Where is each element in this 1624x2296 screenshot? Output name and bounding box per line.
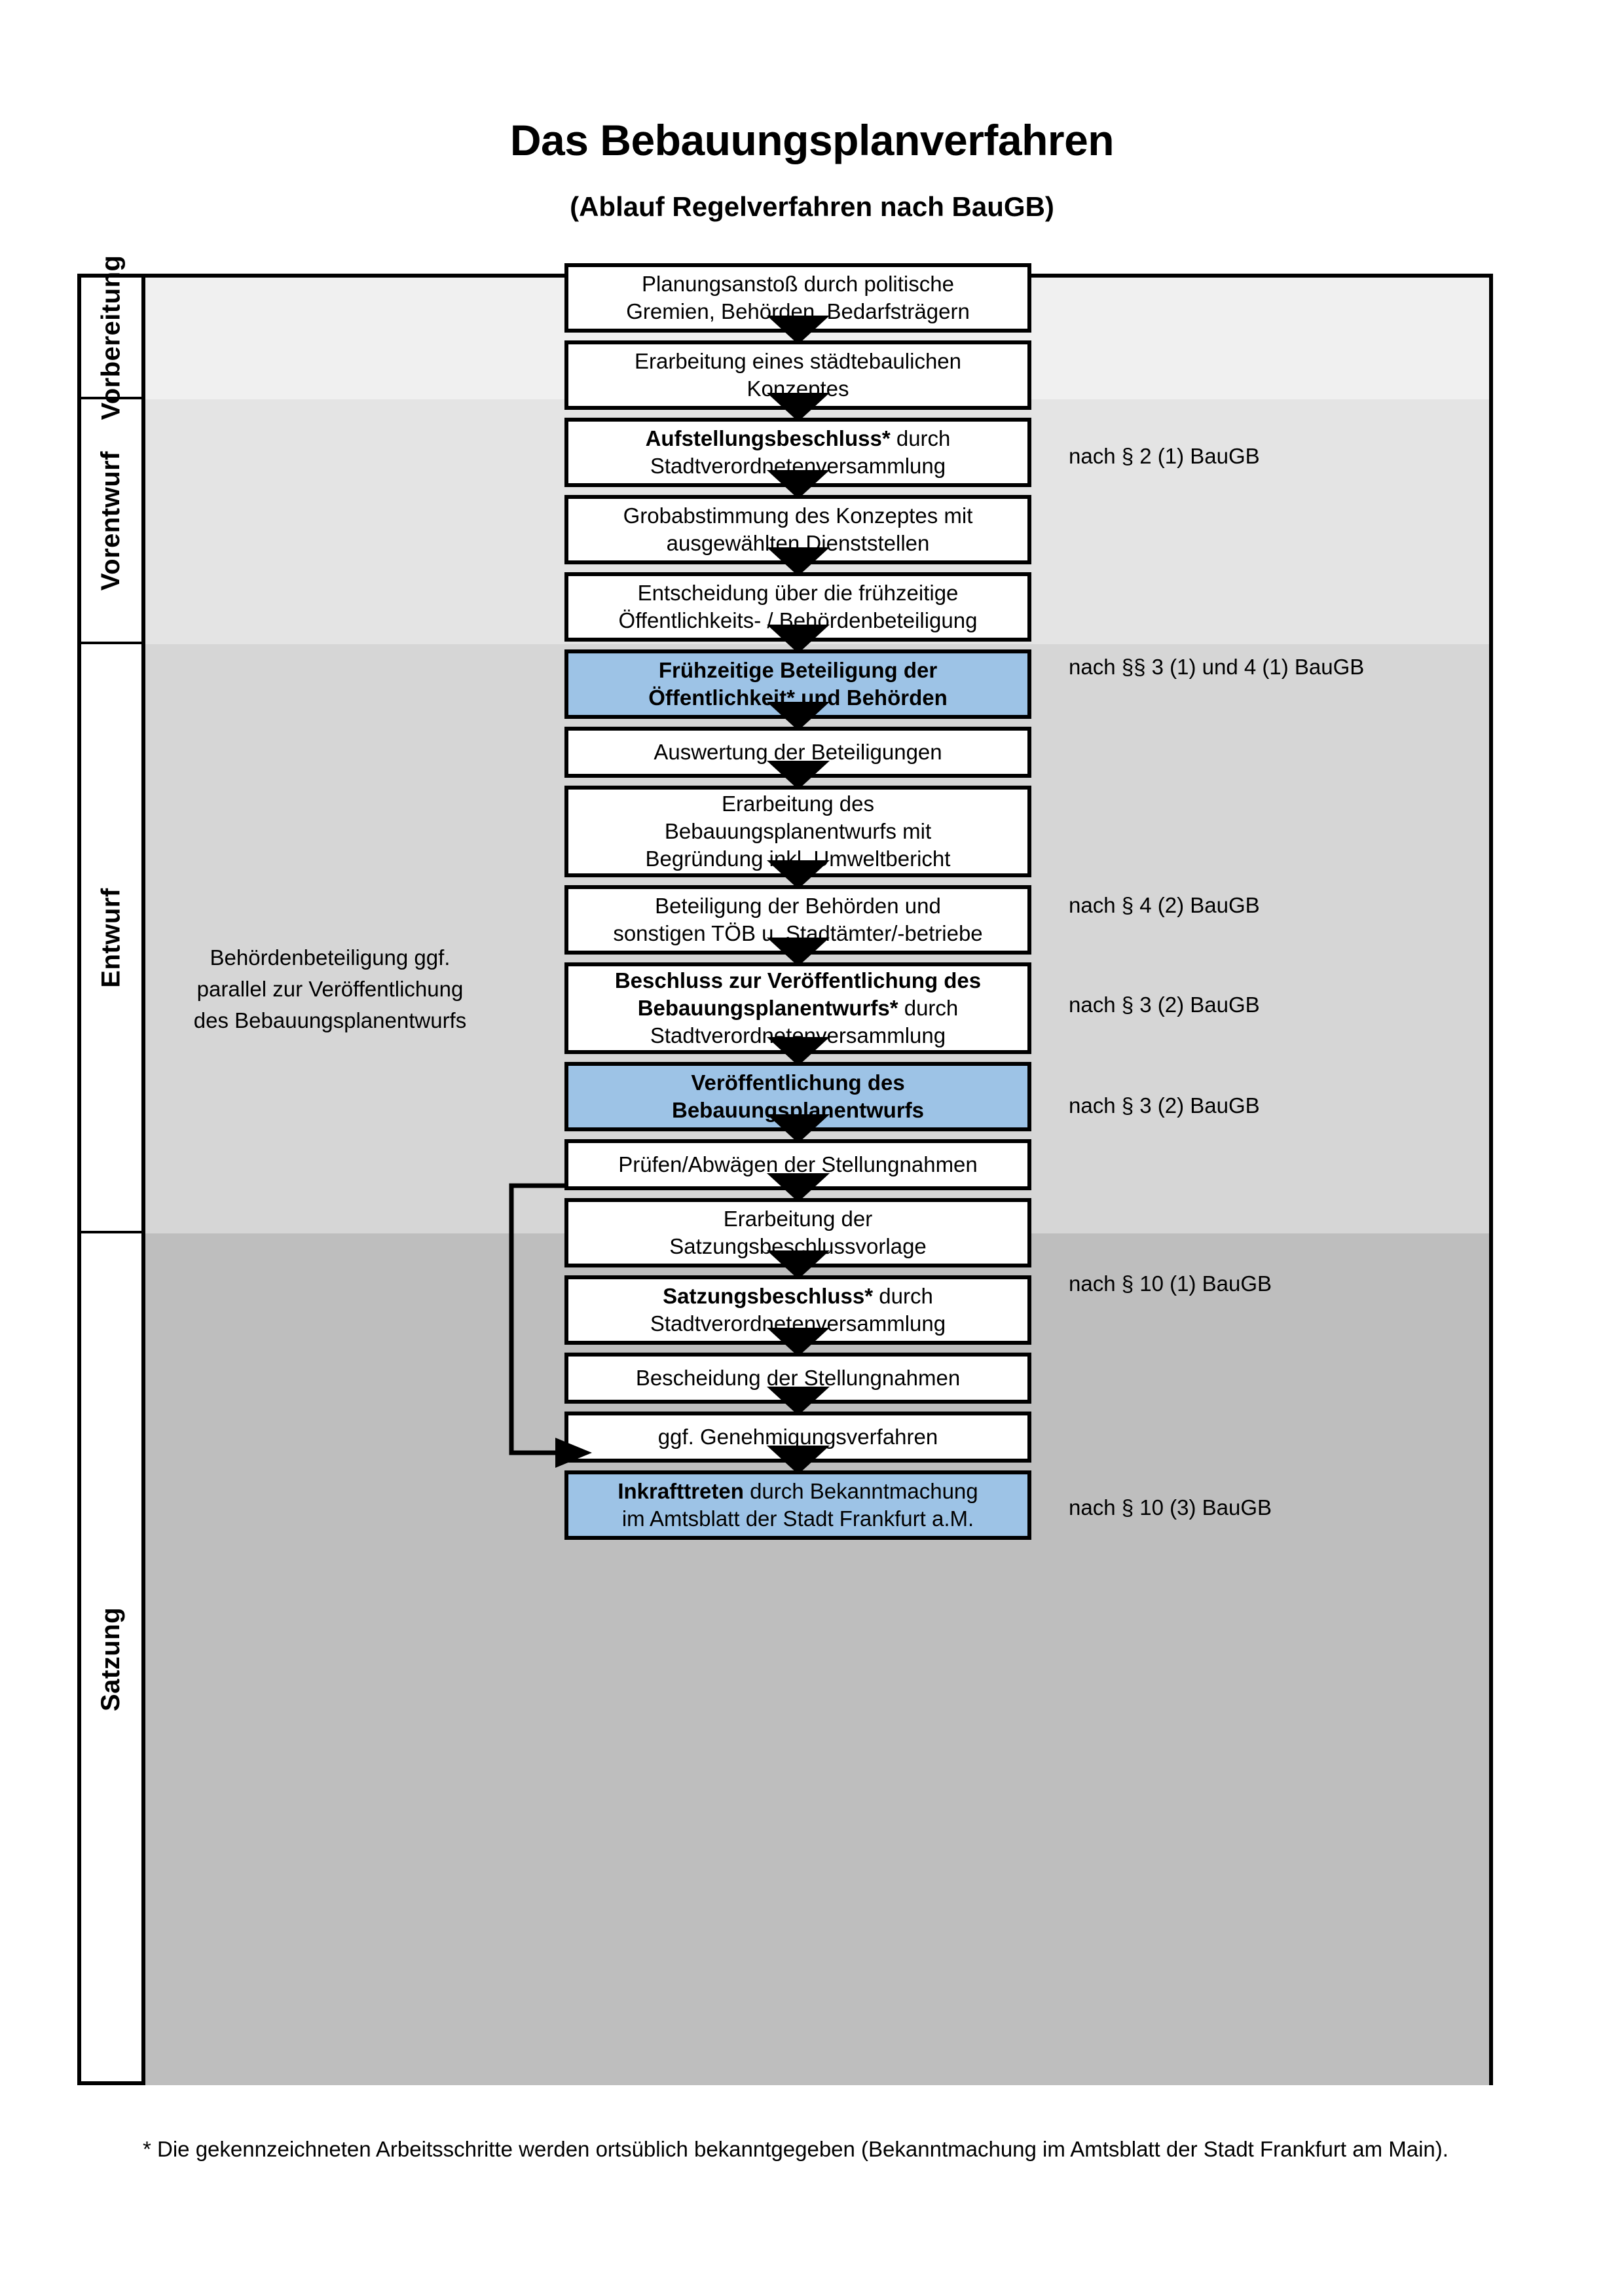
flow-arrow-icon (766, 1328, 830, 1357)
phase-label-vorentwurf: Vorentwurf (96, 450, 126, 591)
page-title: Das Bebauungsplanverfahren (509, 116, 1115, 164)
legal-reference-ref-par10-1: nach § 10 (1) BauGB (1069, 1271, 1272, 1296)
process-step-label: Bescheidung der Stellungnahmen (635, 1365, 961, 1390)
flow-arrow-icon (766, 860, 830, 889)
footnote-asterisk: * Die gekennzeichneten Arbeitsschritte w… (143, 2137, 1449, 2161)
flow-arrow-icon (766, 702, 830, 731)
flow-arrow-icon (766, 1114, 830, 1143)
phase-cell-entwurf: Entwurf (81, 644, 141, 1233)
phase-cell-vorbereitung: Vorbereitung (81, 255, 141, 420)
process-step-pruefen-abwaegen: Prüfen/Abwägen der Stellungnahmen (564, 1139, 1031, 1190)
phase-cell-vorentwurf: Vorentwurf (81, 399, 141, 644)
phase-cell-satzung: Satzung (81, 1233, 141, 2085)
process-step-label: Auswertung der Beteiligungen (654, 739, 942, 764)
page-subtitle: (Ablauf Regelverfahren nach BauGB) (570, 191, 1054, 222)
legal-reference-ref-par3-2a: nach § 3 (2) BauGB (1069, 993, 1260, 1017)
legal-reference-ref-par3-4: nach §§ 3 (1) und 4 (1) BauGB (1069, 655, 1365, 679)
flow-content: Behördenbeteiligung ggf. parallel zur Ve… (81, 263, 1489, 2081)
flow-arrow-icon (766, 547, 830, 576)
flow-arrow-icon (766, 470, 830, 499)
flow-arrow-icon (766, 1173, 830, 1202)
flow-arrow-icon (766, 1446, 830, 1474)
flow-arrow-icon (766, 1387, 830, 1415)
flow-arrow-icon (766, 316, 830, 344)
side-note-behoerdenbeteiligung: Behördenbeteiligung ggf. parallel zur Ve… (193, 945, 467, 1032)
flow-arrow-icon (766, 938, 830, 966)
legal-reference-ref-par10-3: nach § 10 (3) BauGB (1069, 1495, 1272, 1520)
flow-arrow-icon (766, 1250, 830, 1279)
process-step-label: ggf. Genehmigungsverfahren (657, 1424, 938, 1449)
process-step-label: Prüfen/Abwägen der Stellungnahmen (618, 1152, 978, 1176)
flow-arrow-icon (766, 625, 830, 653)
legal-reference-ref-par4-2: nach § 4 (2) BauGB (1069, 893, 1260, 917)
flow-arrow-icon (766, 1037, 830, 1066)
process-step-auswertung: Auswertung der Beteiligungen (564, 727, 1031, 778)
legal-reference-ref-par2: nach § 2 (1) BauGB (1069, 444, 1260, 468)
document-header: Das Bebauungsplanverfahren (Ablauf Regel… (0, 0, 1624, 222)
flow-arrow-icon (766, 761, 830, 790)
phase-label-entwurf: Entwurf (96, 887, 126, 988)
phase-label-vorbereitung: Vorbereitung (96, 255, 126, 420)
flow-arrow-icon (766, 393, 830, 422)
legal-reference-ref-par3-2b: nach § 3 (2) BauGB (1069, 1093, 1260, 1118)
phase-label-satzung: Satzung (96, 1607, 126, 1712)
